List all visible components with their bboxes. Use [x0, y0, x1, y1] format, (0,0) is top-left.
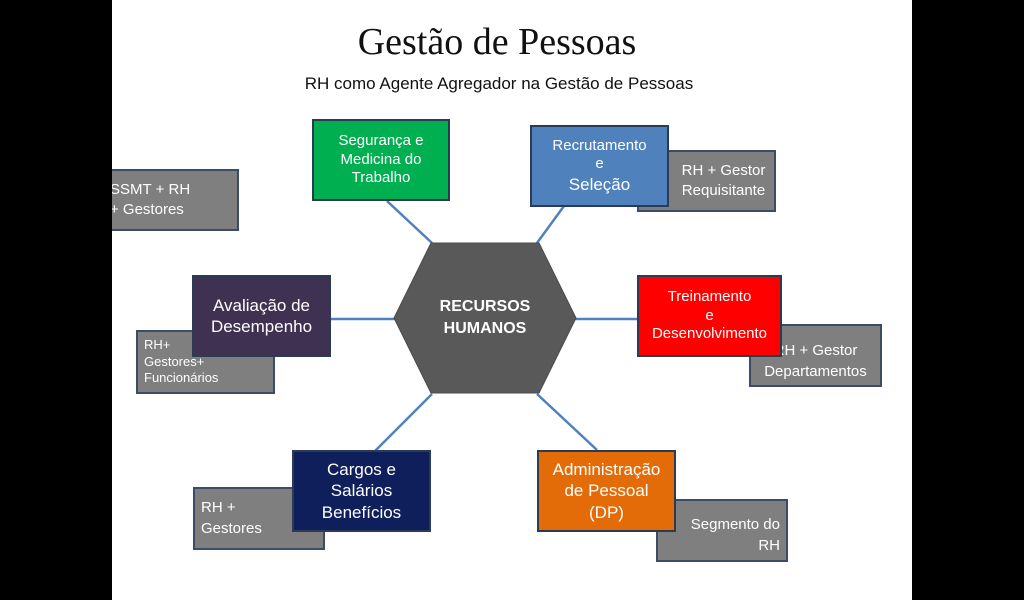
administracao-line2: de Pessoal	[564, 481, 649, 501]
sub-administracao-line1: Segmento do	[690, 516, 780, 534]
treinamento-line2: e	[705, 306, 714, 324]
treinamento-line1: Treinamento	[667, 287, 752, 305]
connector-cargos	[373, 393, 433, 453]
cargos-line3: Benefícios	[321, 502, 402, 522]
seguranca-line1: Segurança e	[338, 131, 424, 149]
administracao-line3: (DP)	[589, 502, 624, 522]
area-box-avaliacao: Avaliação de Desempenho	[192, 275, 331, 357]
administracao-line1: Administração	[552, 460, 661, 480]
center-label-line1: RECURSOS	[439, 297, 531, 315]
sub-avaliacao-line2: Gestores+	[144, 353, 205, 369]
slide-subtitle: RH como Agente Agregador na Gestão de Pe…	[304, 74, 694, 93]
sub-recrutamento-line1: RH + Gestor	[681, 161, 766, 179]
area-box-recrutamento: Recrutamento e Seleção	[530, 125, 669, 207]
cargos-line1: Cargos e	[327, 460, 396, 480]
center-label: RECURSOS HUMANOS	[393, 242, 577, 394]
sub-cargos-line2: Gestores	[201, 519, 262, 537]
sub-seguranca-line1: SSMT + RH	[112, 180, 191, 198]
seguranca-line2: Medicina do	[340, 150, 422, 168]
connector-lines	[331, 200, 639, 453]
treinamento-line3: Desenvolvimento	[651, 325, 768, 343]
sub-treinamento-line1: RH + Gestor	[773, 342, 858, 360]
recrutamento-line2: e	[595, 155, 604, 173]
area-box-treinamento: Treinamento e Desenvolvimento	[637, 275, 782, 357]
connector-seguranca	[386, 200, 433, 244]
area-box-administracao: Administração de Pessoal (DP)	[537, 450, 676, 532]
sub-treinamento-line2: Departamentos	[764, 362, 867, 380]
area-box-cargos: Cargos e Salários Benefícios	[292, 450, 431, 532]
seguranca-line3: Trabalho	[351, 169, 411, 187]
sub-administracao-line2: RH	[758, 536, 780, 554]
area-box-seguranca: Segurança e Medicina do Trabalho	[312, 119, 450, 201]
sub-avaliacao-line1: RH+	[144, 336, 171, 352]
sub-cargos-line1: RH +	[201, 499, 236, 517]
avaliacao-line2: Desempenho	[210, 317, 313, 336]
slide-title: Gestão de Pessoas	[357, 21, 637, 63]
recrutamento-line3: Seleção	[568, 175, 631, 195]
center-hexagon	[393, 242, 577, 394]
sub-recrutamento-line2: Requisitante	[681, 182, 766, 199]
slide: Gestão de Pessoas RH como Agente Agregad…	[112, 0, 912, 600]
sub-seguranca-line2: + Gestores	[112, 201, 184, 218]
sub-box-cargos: RH + Gestores	[193, 487, 325, 550]
avaliacao-line1: Avaliação de	[212, 295, 311, 315]
connector-recrutamento	[535, 205, 566, 244]
cargos-line2: Salários	[330, 481, 393, 501]
sub-avaliacao-line3: Funcionários	[144, 370, 219, 386]
recrutamento-line1: Recrutamento	[552, 136, 647, 154]
sub-box-seguranca: SSMT + RH + Gestores	[112, 169, 239, 231]
connector-administracao	[536, 393, 598, 451]
center-label-line2: HUMANOS	[443, 320, 527, 337]
sub-box-treinamento: RH + Gestor Departamentos	[749, 324, 882, 387]
